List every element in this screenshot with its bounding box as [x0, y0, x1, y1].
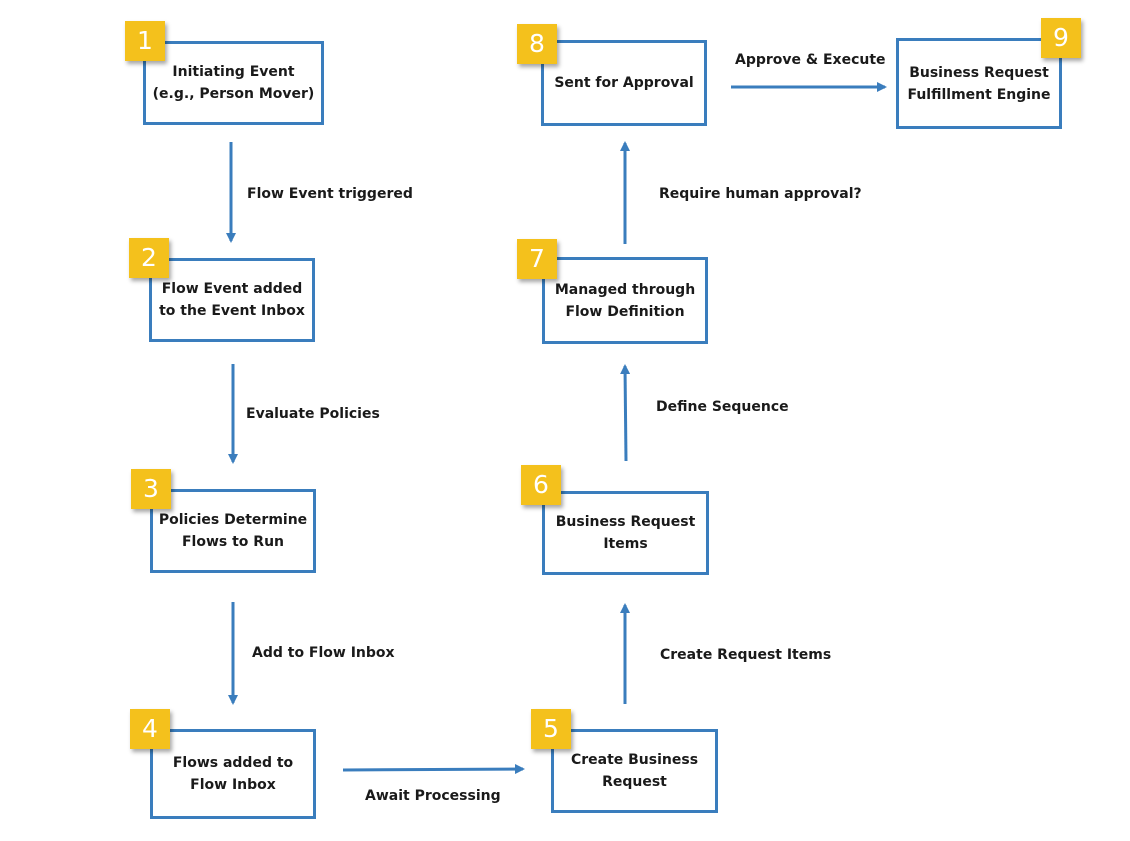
- step-4-badge: 4: [130, 709, 170, 749]
- step-6-box: Business Request Items: [542, 491, 709, 575]
- step-3-label: Policies Determine Flows to Run: [158, 512, 308, 550]
- step-4-box: Flows added to Flow Inbox: [150, 729, 316, 819]
- edge-label-2-to-3: Evaluate Policies: [246, 406, 380, 422]
- step-7-badge: 7: [517, 239, 557, 279]
- step-5-badge: 5: [531, 709, 571, 749]
- step-5-label: Create Business Request: [570, 752, 699, 790]
- edge-label-6-to-7: Define Sequence: [656, 399, 789, 415]
- edge-label-3-to-4: Add to Flow Inbox: [252, 645, 395, 661]
- edge-label-8-to-9: Approve & Execute: [735, 52, 886, 68]
- step-1-label: Initiating Event (e.g., Person Mover): [152, 64, 315, 102]
- edge-label-1-to-2: Flow Event triggered: [247, 186, 413, 202]
- step-2-badge: 2: [129, 238, 169, 278]
- step-8-box: Sent for Approval: [541, 40, 707, 126]
- step-9-box: Business Request Fulfillment Engine: [896, 38, 1062, 129]
- edge-label-7-to-8: Require human approval?: [659, 186, 862, 202]
- step-9-label: Business Request Fulfillment Engine: [907, 64, 1051, 103]
- step-3-badge: 3: [131, 469, 171, 509]
- edge-label-4-to-5: Await Processing: [365, 788, 501, 804]
- step-7-box: Managed through Flow Definition: [542, 257, 708, 344]
- step-8-badge: 8: [517, 24, 557, 64]
- step-8-label: Sent for Approval: [554, 75, 694, 91]
- step-1-box: Initiating Event (e.g., Person Mover): [143, 41, 324, 125]
- arrow-6-to-7: [620, 364, 631, 462]
- step-2-label: Flow Event added to the Event Inbox: [159, 281, 305, 319]
- step-2-box: Flow Event added to the Event Inbox: [149, 258, 315, 342]
- arrow-4-to-5: [342, 764, 525, 775]
- step-6-badge: 6: [521, 465, 561, 505]
- step-7-label: Managed through Flow Definition: [554, 281, 696, 320]
- step-9-badge: 9: [1041, 18, 1081, 58]
- edge-label-5-to-6: Create Request Items: [660, 647, 832, 663]
- step-4-label: Flows added to Flow Inbox: [172, 755, 294, 793]
- step-5-box: Create Business Request: [551, 729, 718, 813]
- step-1-badge: 1: [125, 21, 165, 61]
- step-6-label: Business Request Items: [555, 514, 696, 552]
- step-3-box: Policies Determine Flows to Run: [150, 489, 316, 573]
